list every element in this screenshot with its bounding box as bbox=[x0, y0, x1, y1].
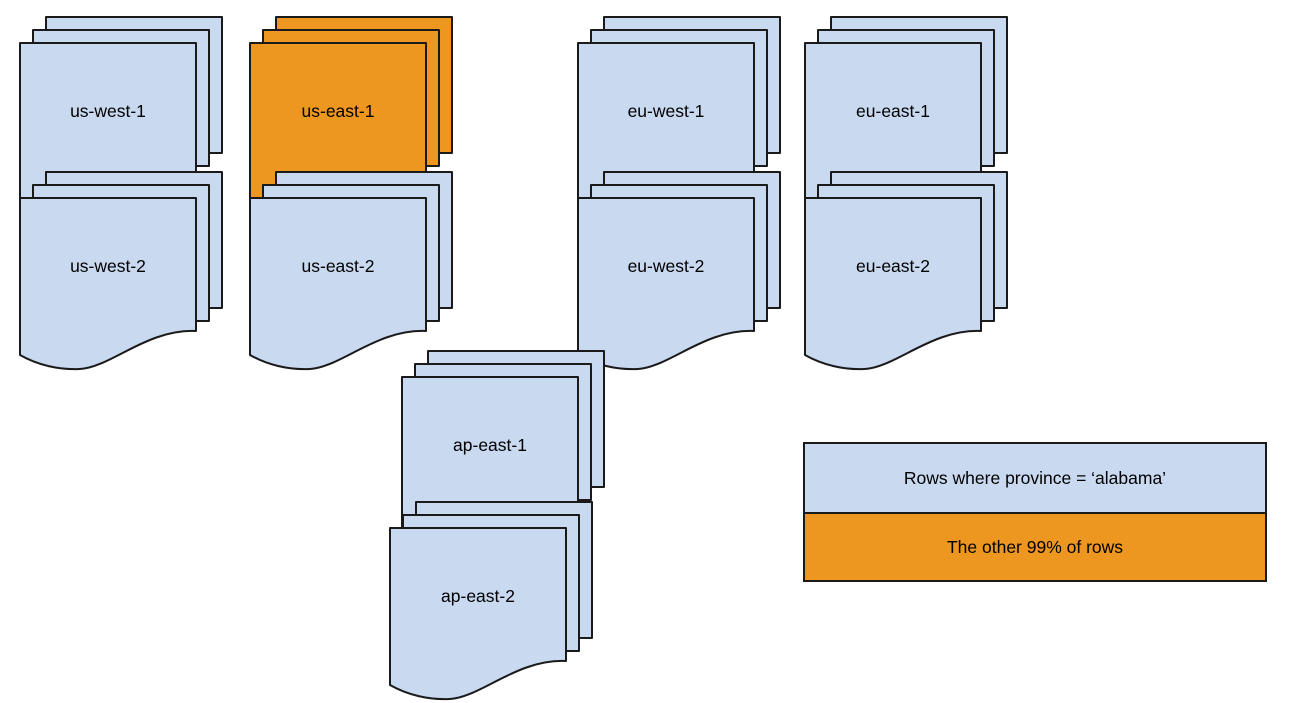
document-sheet-front bbox=[389, 527, 567, 701]
region-stack-us-east-2[interactable]: us-east-2 bbox=[246, 168, 456, 373]
region-stack-eu-east-2[interactable]: eu-east-2 bbox=[801, 168, 1011, 373]
legend-row-legend-orange: The other 99% of rows bbox=[805, 514, 1265, 580]
region-stack-eu-west-2[interactable]: eu-west-2 bbox=[574, 168, 784, 373]
region-stack-us-west-2[interactable]: us-west-2 bbox=[16, 168, 226, 373]
legend-row-legend-blue: Rows where province = ‘alabama’ bbox=[805, 444, 1265, 514]
legend-label-legend-blue: Rows where province = ‘alabama’ bbox=[903, 467, 1167, 488]
region-stack-ap-east-2[interactable]: ap-east-2 bbox=[386, 498, 596, 703]
document-sheet-front bbox=[19, 197, 197, 371]
region-stack-shape-eu-east-1 bbox=[804, 16, 1008, 216]
legend-label-legend-orange: The other 99% of rows bbox=[946, 536, 1124, 557]
document-sheet-front bbox=[804, 197, 982, 371]
document-sheet-front bbox=[249, 197, 427, 371]
region-stack-shape-us-east-2 bbox=[249, 171, 453, 371]
region-stack-shape-us-west-2 bbox=[19, 171, 223, 371]
document-sheet-front bbox=[577, 197, 755, 371]
legend: Rows where province = ‘alabama’ The other… bbox=[803, 442, 1267, 582]
region-stack-shape-ap-east-2 bbox=[389, 501, 593, 701]
region-stack-shape-eu-east-2 bbox=[804, 171, 1008, 371]
region-stack-shape-eu-west-2 bbox=[577, 171, 781, 371]
